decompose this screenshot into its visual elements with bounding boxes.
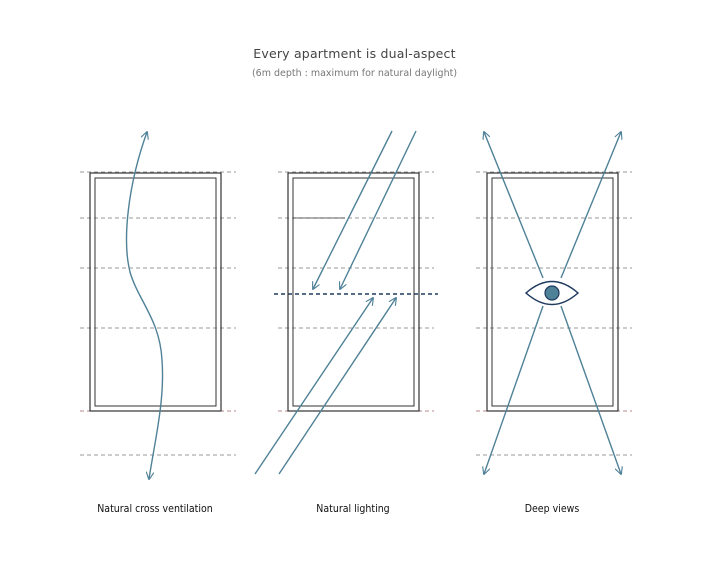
caption-lighting: Natural lighting (316, 503, 390, 515)
diagram-title: Every apartment is dual-aspect (253, 46, 456, 61)
apartment-inner-wall (292, 177, 415, 407)
eye-icon (524, 280, 580, 306)
apartment-outer-wall (287, 172, 420, 412)
apartment-inner-wall (491, 177, 614, 407)
apartment-outer-wall (89, 172, 222, 412)
apartment-outer-wall (486, 172, 619, 412)
panel-ventilation (80, 132, 236, 479)
grid-dashed-lines (80, 171, 236, 456)
view-arrows (484, 132, 621, 474)
diagram-subtitle: (6m depth : maximum for natural daylight… (251, 68, 458, 79)
grid-dashed-lines (278, 171, 434, 412)
panel-lighting (254, 130, 438, 475)
caption-views: Deep views (524, 503, 580, 515)
panel-views (476, 132, 632, 474)
grid-dashed-lines (476, 171, 632, 456)
ventilation-wavy-arrow (125, 132, 164, 479)
light-arrows-from-top (313, 130, 417, 289)
caption-ventilation: Natural cross ventilation (97, 503, 213, 515)
apartment-inner-wall (94, 177, 217, 407)
light-arrows-from-bottom (254, 298, 396, 475)
